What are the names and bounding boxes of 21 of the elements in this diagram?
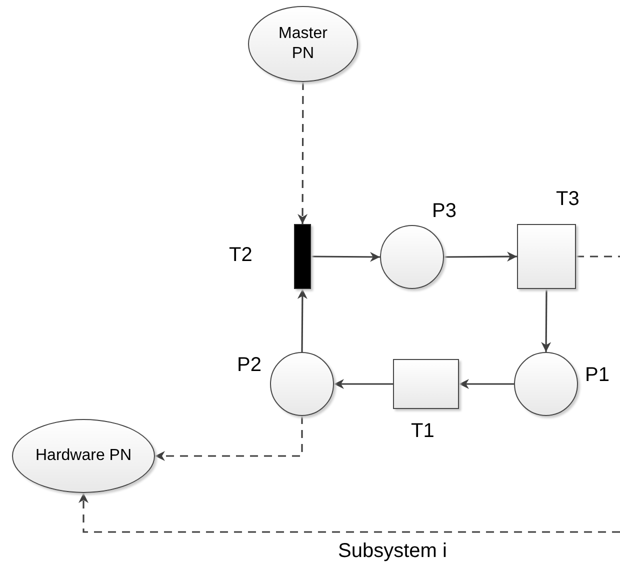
arrow <box>311 252 380 262</box>
dashed-arrow <box>78 493 620 533</box>
node-name-label: P2 <box>237 354 262 376</box>
node-label: Master PN <box>278 24 328 64</box>
node-name-label: T3 <box>556 188 580 210</box>
transition-box <box>393 359 459 409</box>
node-label: Hardware PN <box>35 446 132 466</box>
subsystem-label: Subsystem i <box>338 540 447 562</box>
arrow <box>444 252 517 262</box>
arrow <box>541 289 552 352</box>
dashed-arrow <box>298 82 308 224</box>
arrow <box>459 379 514 389</box>
node-name-label: P1 <box>585 364 610 386</box>
node-name-label: T2 <box>229 244 252 266</box>
arrow <box>297 289 308 352</box>
arrow <box>334 379 393 389</box>
node-name-label: P3 <box>432 200 456 222</box>
transition-box <box>517 224 576 289</box>
transition-bar <box>294 224 311 289</box>
node-name-label: T1 <box>411 420 434 442</box>
dashed-arrow <box>155 416 303 461</box>
